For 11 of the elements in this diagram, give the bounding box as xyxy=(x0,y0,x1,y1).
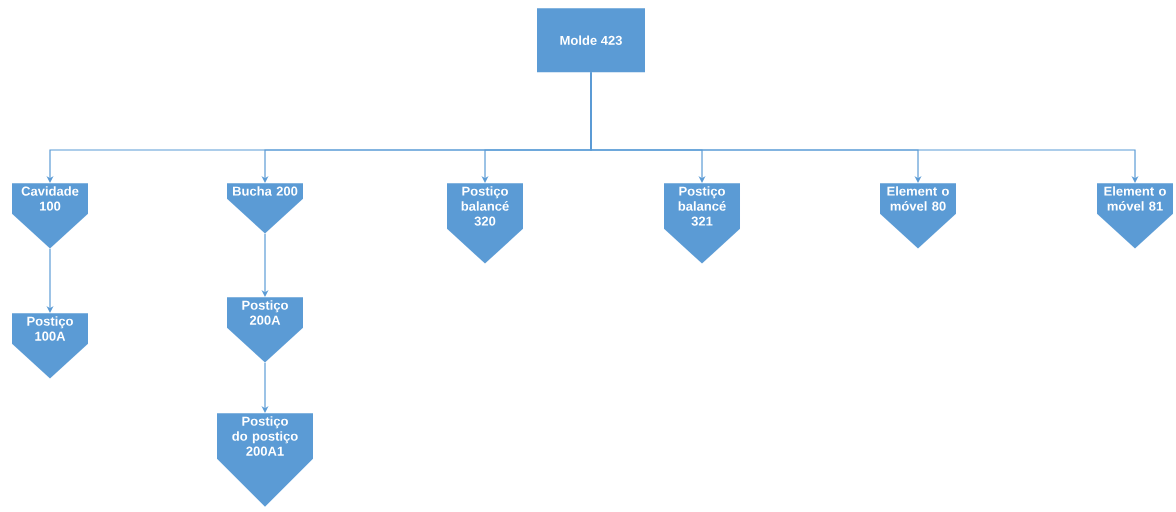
pentagon-box: Postiço balancé 320 xyxy=(447,183,523,264)
pentagon-box: Postiço 100A xyxy=(12,313,88,379)
pentagon-box: Postiço 200A xyxy=(227,297,303,363)
pentagon-box: Bucha 200 xyxy=(227,183,303,234)
pentagon-box: Element o móvel 81 xyxy=(1097,183,1173,249)
box: Molde 423 xyxy=(537,8,645,73)
pentagon-box: Cavidade 100 xyxy=(12,183,88,249)
pentagon-box: Postiço do postiço 200A1 xyxy=(217,413,313,507)
pentagon-box: Element o móvel 80 xyxy=(880,183,956,249)
arrow xyxy=(590,71,1139,183)
pentagon-box: Postiço balancé 321 xyxy=(664,183,740,264)
